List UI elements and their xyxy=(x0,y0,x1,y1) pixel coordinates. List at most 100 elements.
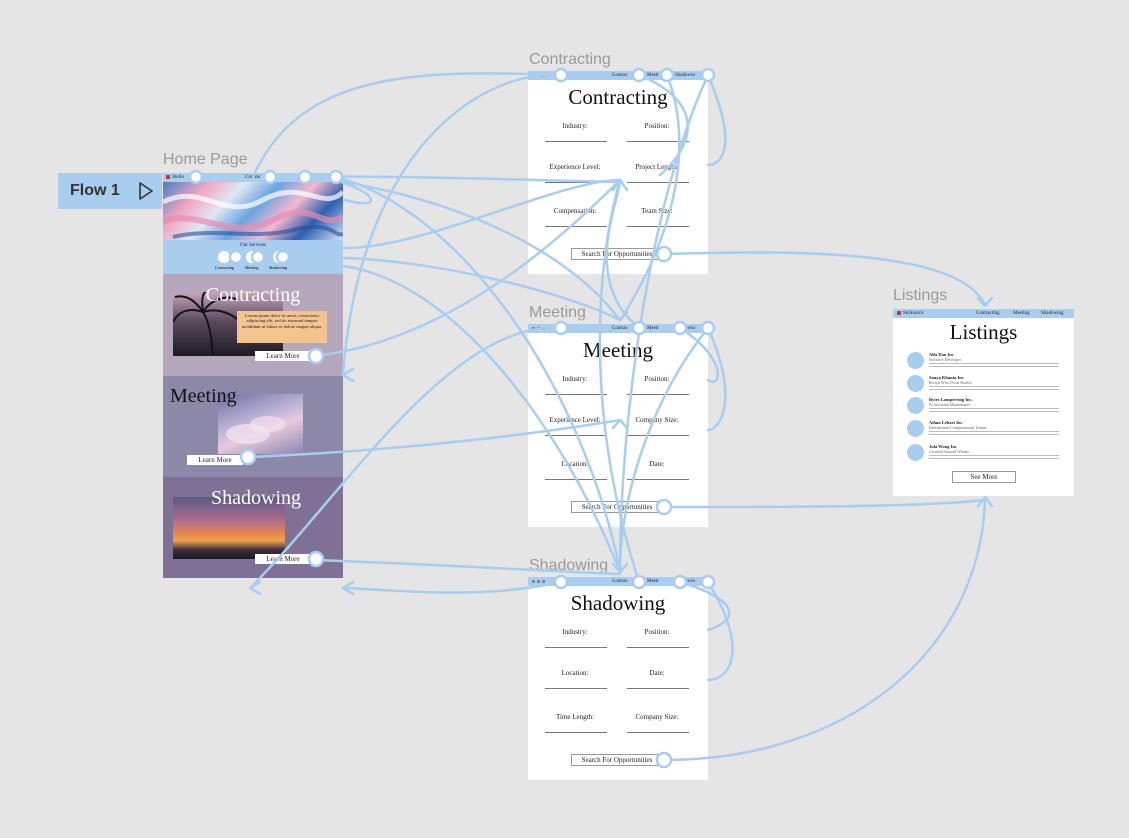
nav-link-meeting[interactable]: Meeti xyxy=(647,73,659,78)
field-input[interactable] xyxy=(627,435,689,436)
wire xyxy=(251,72,562,179)
hotspot xyxy=(239,448,257,466)
listing-text-line xyxy=(929,386,1059,387)
wire xyxy=(334,175,622,572)
wire xyxy=(341,181,373,205)
arrowhead xyxy=(976,495,994,508)
listing-text-line xyxy=(929,434,1059,435)
shadowing-title: Shadowing xyxy=(570,591,666,615)
wire xyxy=(314,558,622,576)
play-icon[interactable] xyxy=(138,182,154,205)
listing-role: International Computational Trainer xyxy=(929,425,987,430)
hotspot xyxy=(188,169,204,185)
nav-link-contracting[interactable]: Contrac xyxy=(612,579,628,584)
field-input[interactable] xyxy=(545,141,607,142)
arrowhead xyxy=(341,580,355,596)
hotspot xyxy=(659,67,675,83)
nav-link-shadowing[interactable]: Shadowin xyxy=(675,73,695,78)
wire xyxy=(248,418,622,459)
service-label-contracting: Contracting xyxy=(215,265,234,270)
field-label: Company Size: xyxy=(635,713,679,721)
flow-label: Flow 1 xyxy=(70,182,120,199)
nav-logo[interactable]: StuSource xyxy=(903,311,924,316)
nav-link-meeting[interactable]: Meeti xyxy=(647,326,659,331)
listings-navbar: StuSource Contracting Meeting Shadowing xyxy=(893,309,1074,318)
hotspot xyxy=(307,347,325,365)
service-contracting-icon[interactable] xyxy=(218,251,230,263)
home-contracting-title: Contracting xyxy=(205,284,301,306)
shadowing-frame[interactable]: Contrac Meeti Shadowin Shadowing Industr… xyxy=(528,577,708,780)
arrowhead xyxy=(611,310,629,322)
field-input[interactable] xyxy=(627,647,689,648)
nav-link-meeting[interactable]: Meeting xyxy=(1013,311,1030,316)
see-more-button[interactable]: See More xyxy=(952,471,1016,483)
wire xyxy=(637,73,690,177)
window-dots-icon xyxy=(532,580,546,583)
field-input[interactable] xyxy=(545,182,607,183)
list-item[interactable]: Bytes Lamperring Inc. Professional Maint… xyxy=(907,397,1059,417)
hotspot xyxy=(655,245,673,263)
field-input[interactable] xyxy=(627,141,689,142)
field-label: Location: xyxy=(561,460,589,468)
field-input[interactable] xyxy=(545,688,607,689)
field-input[interactable] xyxy=(627,688,689,689)
wire xyxy=(341,580,563,594)
hotspot xyxy=(553,67,569,83)
list-item[interactable]: Alfa Dan Inc Software Developer xyxy=(907,352,1059,372)
hotspot xyxy=(631,574,647,590)
hotspot xyxy=(553,574,569,590)
listing-text-line xyxy=(929,455,1059,456)
field-input[interactable] xyxy=(627,394,689,395)
frame-label-contracting: Contracting xyxy=(529,51,611,68)
hotspot xyxy=(228,249,244,265)
field-label: Position: xyxy=(644,628,670,636)
logo-icon xyxy=(166,175,170,179)
listings-title: Listings xyxy=(949,320,1018,344)
nav-link-meeting[interactable]: Meeti xyxy=(647,579,659,584)
wire xyxy=(618,326,710,572)
frame-label-home: Home Page xyxy=(163,151,248,168)
hotspot xyxy=(672,574,688,590)
field-label: Date: xyxy=(649,460,665,468)
listing-role: Certified Insured Whaler xyxy=(929,449,969,454)
field-input[interactable] xyxy=(545,394,607,395)
listings-frame[interactable]: StuSource Contracting Meeting Shadowing … xyxy=(893,309,1074,496)
hotspot xyxy=(250,249,266,265)
listing-text-line xyxy=(929,431,1059,432)
field-input[interactable] xyxy=(545,226,607,227)
home-shadowing-learn-more[interactable]: Learn More xyxy=(255,554,311,564)
field-input[interactable] xyxy=(545,647,607,648)
hotspot xyxy=(655,498,673,516)
service-label-meeting: Meeting xyxy=(245,265,259,270)
hotspot xyxy=(700,320,716,336)
field-input[interactable] xyxy=(627,182,689,183)
meeting-frame[interactable]: Contrac Meeti Shadowin Meeting Industry:… xyxy=(528,324,708,527)
home-contracting-learn-more[interactable]: Learn More xyxy=(255,351,311,361)
field-label: Date: xyxy=(649,669,665,677)
home-meeting-learn-more[interactable]: Learn More xyxy=(187,455,243,465)
nav-logo[interactable]: StuSo xyxy=(172,175,184,180)
nav-link-contracting[interactable]: Contracting xyxy=(976,311,1000,316)
listing-role: Professional Maintenance xyxy=(929,402,971,407)
services-heading: Our Services xyxy=(240,243,266,248)
list-item[interactable]: Adam Lehart Inc International Computatio… xyxy=(907,420,1059,440)
nav-link-contracting[interactable]: Contrac xyxy=(612,326,628,331)
home-page-frame[interactable]: StuSo Contrac Meeting Shadowing Our Serv… xyxy=(163,173,343,578)
field-input[interactable] xyxy=(627,732,689,733)
list-item[interactable]: Jula Wong Inc Certified Insured Whaler xyxy=(907,444,1059,464)
hotspot xyxy=(297,169,313,185)
hotspot xyxy=(307,550,325,568)
nav-link-shadowing[interactable]: Shadowing xyxy=(1041,311,1064,316)
field-input[interactable] xyxy=(627,479,689,480)
nav-link-contracting[interactable]: Contrac xyxy=(612,73,628,78)
wire xyxy=(706,326,727,432)
field-label: Industry: xyxy=(562,122,588,130)
list-item[interactable]: Sanya Khanta Inc Recipe Wiro (Sous Studi… xyxy=(907,375,1059,395)
wire xyxy=(662,498,987,509)
wire xyxy=(598,178,641,584)
flow-start-button[interactable]: Flow 1 xyxy=(58,173,162,209)
listing-name: Alfa Dan Inc xyxy=(929,352,954,357)
search-opportunities-button[interactable]: Search For Opportunities xyxy=(571,248,663,260)
field-label: Experience Level: xyxy=(549,163,601,171)
field-input[interactable] xyxy=(545,732,607,733)
